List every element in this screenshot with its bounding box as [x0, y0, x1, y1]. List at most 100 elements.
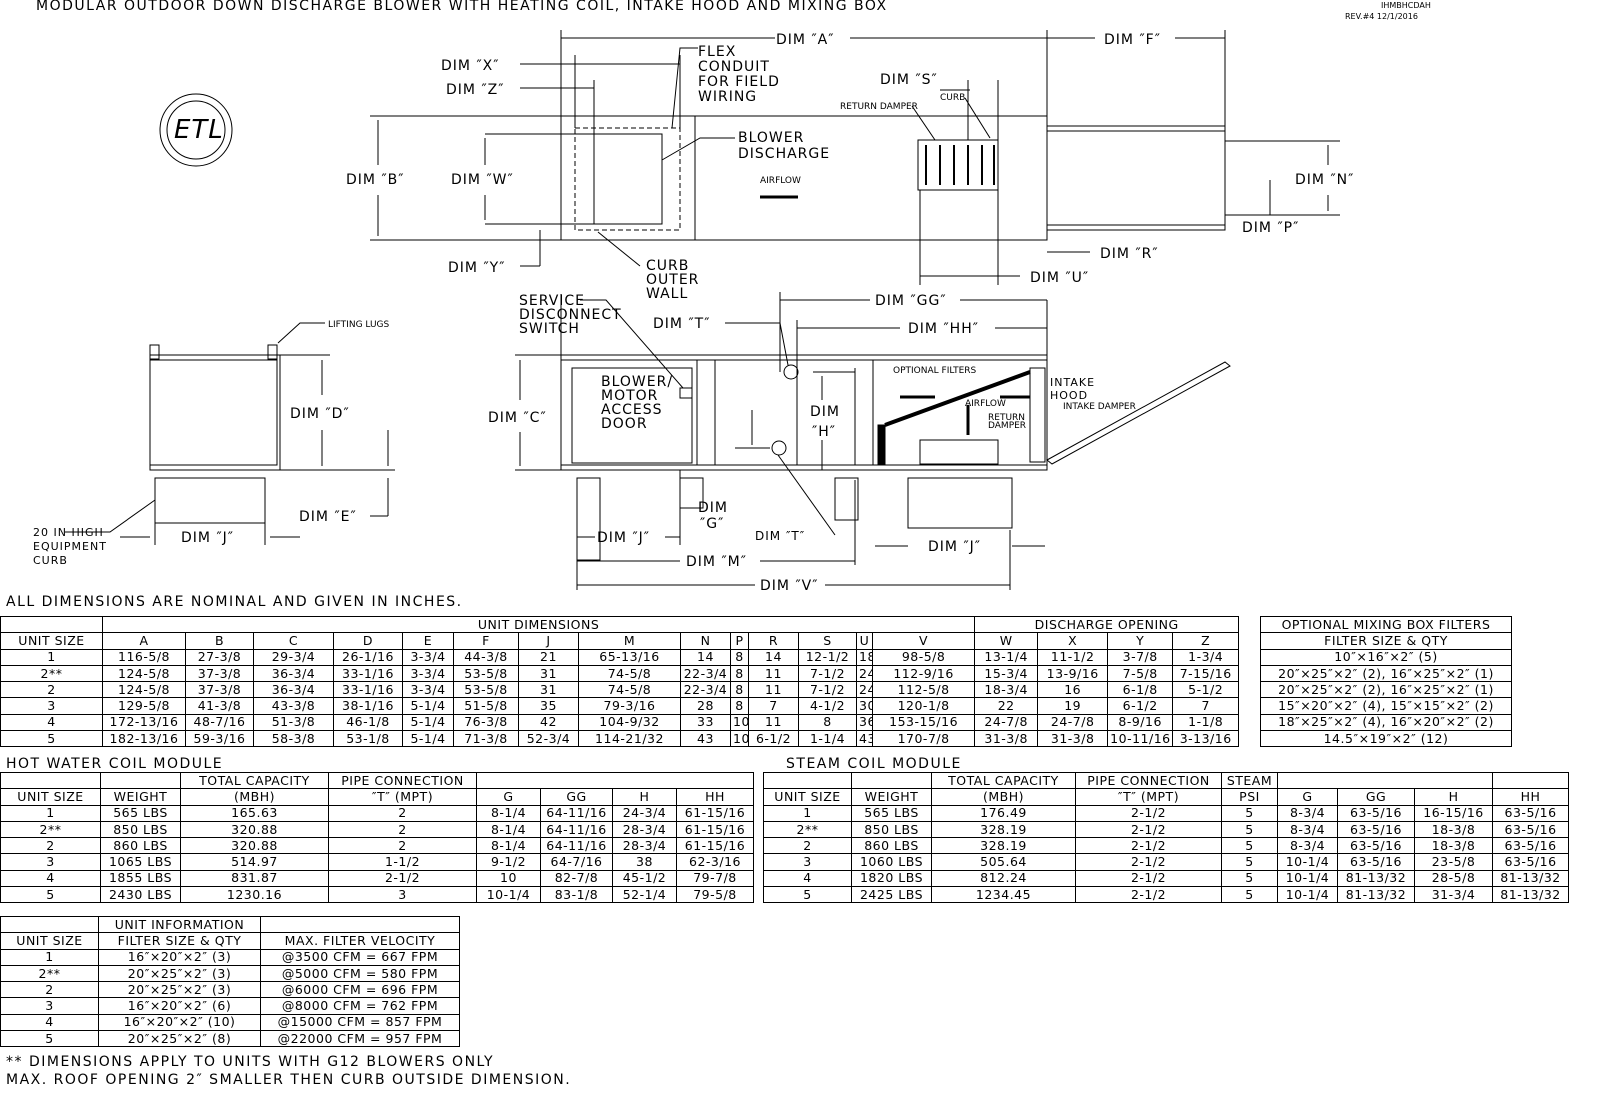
dimension-cell: 43: [680, 730, 731, 748]
dimension-cell: 71-3/8: [453, 730, 519, 748]
mixing-filter-cell: 15″×20″×2″ (4), 15″×15″×2″ (2): [1260, 697, 1512, 715]
steam-cell: 3: [763, 853, 852, 871]
steam-cell: 81-13/32: [1337, 886, 1415, 904]
blank-cell: [0, 771, 101, 790]
steam-cell: 5: [1221, 869, 1278, 888]
hot-water-header-cell: UNIT SIZE: [0, 788, 101, 806]
steam-title: STEAM COIL MODULE: [786, 756, 962, 772]
hot-water-cell: 79-5/8: [676, 886, 754, 904]
curb-outer-wall-label: WALL: [646, 286, 688, 302]
dimension-cell: 59-3/16: [185, 730, 254, 748]
hot-water-cell: 1-1/2: [328, 853, 477, 871]
unit-info-cell: 20″×25″×2″ (8): [98, 1030, 261, 1048]
dim-j-end-label: DIM ″J″: [181, 530, 234, 546]
hot-water-cell: 2: [328, 804, 477, 822]
steam-cell: 63-5/16: [1492, 804, 1570, 822]
steam-cell: 5: [1221, 804, 1278, 822]
dimension-cell: 42: [518, 713, 579, 732]
dimension-cell: 36: [856, 713, 873, 732]
filter-size-header: FILTER SIZE & QTY: [1260, 632, 1512, 650]
steam-cell: 5: [1221, 853, 1278, 871]
access-door-label: DOOR: [601, 416, 648, 432]
blank-cell: [763, 771, 852, 790]
dimension-cell: 13-9/16: [1037, 664, 1109, 683]
table-row: 18″×25″×2″ (4), 16″×20″×2″ (2): [1260, 713, 1512, 732]
svg-text:ETL: ETL: [174, 115, 224, 145]
steam-header-cell: (MBH): [931, 788, 1076, 806]
unit-info-cell: 1: [0, 948, 99, 966]
unit-info-header-cell: FILTER SIZE & QTY: [98, 932, 261, 950]
dimension-cell: 4: [0, 713, 103, 732]
hot-water-cell: 565 LBS: [100, 804, 181, 822]
dimension-cell: 8: [730, 664, 749, 683]
mixing-filter-cell: 20″×25″×2″ (2), 16″×25″×2″ (1): [1260, 664, 1512, 683]
steam-cell: 850 LBS: [851, 820, 932, 839]
flex-conduit-label: CONDUIT: [698, 59, 770, 75]
blank-cell: [100, 771, 181, 790]
steam-cell: 63-5/16: [1492, 837, 1570, 855]
dim-z-label: DIM ″Z″: [446, 82, 505, 98]
dimension-header-cell: D: [333, 632, 403, 650]
dim-h-label: DIM: [810, 404, 840, 420]
steam-cell: 18-3/8: [1413, 820, 1494, 839]
dimension-cell: 31-3/8: [1037, 730, 1109, 748]
dimension-cell: 74-5/8: [578, 681, 681, 699]
side-view-labels: SERVICE DISCONNECT SWITCH DIM ″T″ DIM ″G…: [488, 293, 1136, 594]
hot-water-cell: 1855 LBS: [100, 869, 181, 888]
dimension-cell: 14: [748, 648, 799, 666]
dimension-cell: 58-3/8: [253, 730, 334, 748]
table-row: 20″×25″×2″ (2), 16″×25″×2″ (1): [1260, 664, 1512, 683]
unit-information-header: UNIT INFORMATION: [98, 915, 261, 934]
steam-cell: 5: [763, 886, 852, 904]
unit-info-cell: 20″×25″×2″ (3): [98, 964, 261, 983]
mixing-box-filters-table: OPTIONAL MIXING BOX FILTERS FILTER SIZE …: [1260, 615, 1512, 748]
dimension-cell: 8: [730, 681, 749, 699]
dimension-cell: 48-7/16: [185, 713, 254, 732]
dimension-cell: 7-1/2: [798, 664, 857, 683]
dimension-header-cell: Y: [1107, 632, 1174, 650]
dimension-cell: 116-5/8: [102, 648, 186, 666]
hot-water-cell: 850 LBS: [100, 820, 181, 839]
dimension-cell: 7: [1172, 697, 1240, 715]
total-capacity-header: TOTAL CAPACITY: [931, 771, 1076, 790]
hot-water-cell: 514.97: [180, 853, 329, 871]
hot-water-header-cell: GG: [540, 788, 613, 806]
hot-water-header-cell: HH: [676, 788, 754, 806]
hot-water-cell: 82-7/8: [540, 869, 613, 888]
dimension-cell: 114-21/32: [578, 730, 681, 748]
dimension-cell: 76-3/8: [453, 713, 519, 732]
dimension-header-cell: E: [402, 632, 454, 650]
table-row: 2**20″×25″×2″ (3)@5000 CFM = 580 FPM: [0, 964, 460, 983]
dim-t-lower-label: DIM ″T″: [755, 529, 805, 543]
dimension-header-cell: S: [798, 632, 857, 650]
steam-cell: 63-5/16: [1337, 820, 1415, 839]
dimension-header-cell: X: [1037, 632, 1109, 650]
dimension-cell: 3-13/16: [1172, 730, 1240, 748]
steam-cell: 4: [763, 869, 852, 888]
blower-discharge-label: BLOWER: [738, 130, 804, 146]
airflow-side-label: AIRFLOW: [965, 399, 1006, 409]
dimension-header-cell: F: [453, 632, 519, 650]
dim-t-label: DIM ″T″: [653, 316, 710, 332]
dimension-header-cell: N: [680, 632, 731, 650]
steam-cell: 8-3/4: [1277, 804, 1338, 822]
unit-info-cell: @3500 CFM = 667 FPM: [260, 948, 460, 966]
dimension-cell: 51-5/8: [453, 697, 519, 715]
top-view-labels: DIM ″A″ DIM ″F″ DIM ″X″ DIM ″Z″ FLEX CON…: [346, 32, 1353, 302]
dimension-cell: 41-3/8: [185, 697, 254, 715]
mixing-box-title: OPTIONAL MIXING BOX FILTERS: [1260, 615, 1512, 634]
steam-cell: 10-1/4: [1277, 886, 1338, 904]
blank-cell: [0, 915, 99, 934]
dimension-cell: 120-1/8: [871, 697, 976, 715]
